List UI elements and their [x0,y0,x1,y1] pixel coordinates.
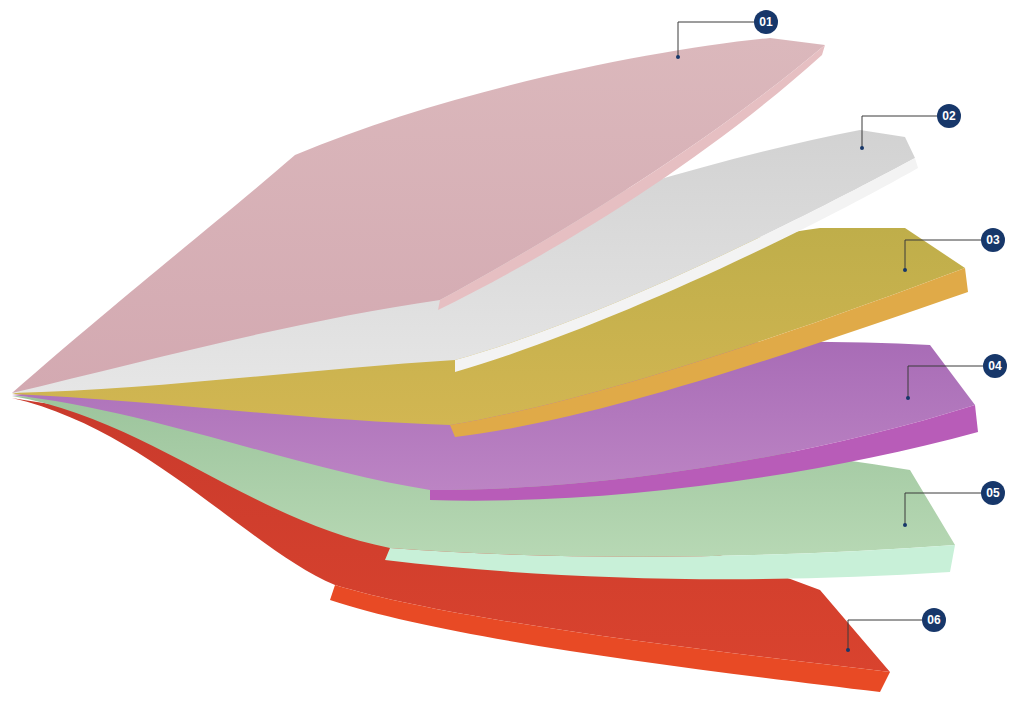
callout-number: 05 [981,481,1005,505]
callout-number: 04 [983,354,1007,378]
callout-number: 01 [754,10,778,34]
callout-number: 02 [937,104,961,128]
callout-number: 03 [981,228,1005,252]
callout-number: 06 [922,608,946,632]
